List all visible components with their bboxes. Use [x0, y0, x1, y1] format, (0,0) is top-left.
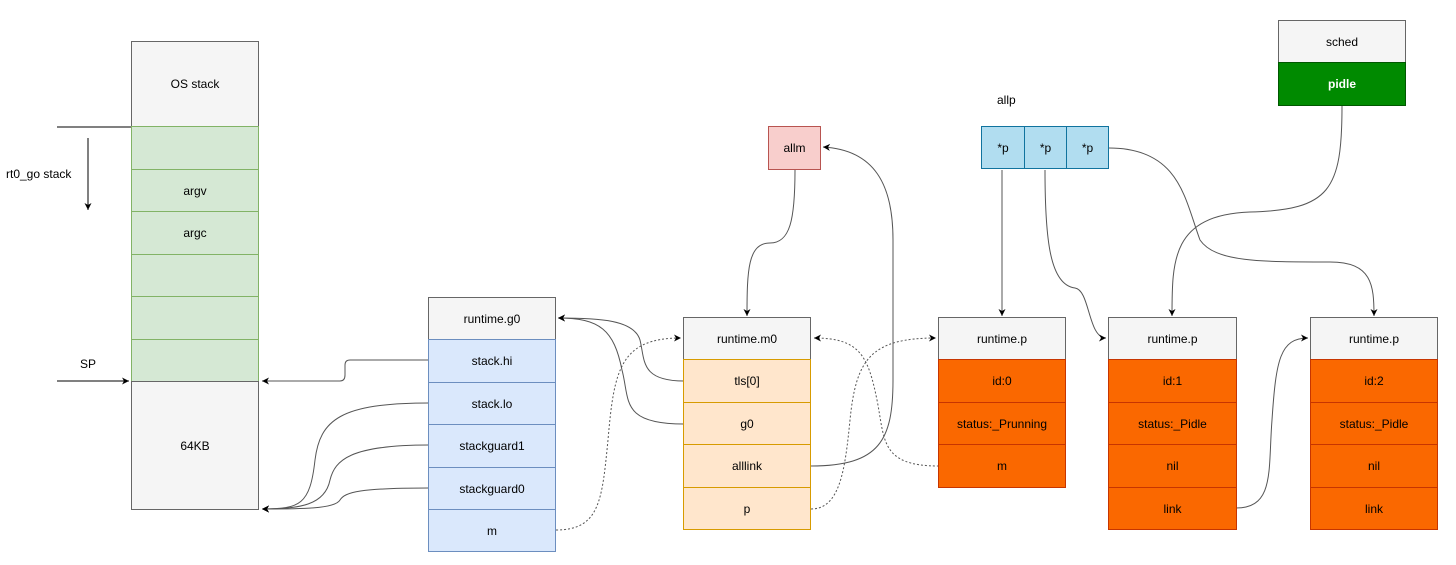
m0-alllink: alllink	[683, 444, 811, 488]
edge-alllink-to-allm	[810, 143, 894, 467]
p2-status: status:_Pidle	[1310, 402, 1438, 445]
g0-stackguard0: stackguard0	[428, 467, 556, 510]
g0-stackguard1: stackguard1	[428, 424, 556, 468]
os-stack-row	[131, 339, 259, 382]
allp-label: allp	[997, 93, 1016, 107]
edge-allp2-to-p2	[1108, 147, 1378, 317]
edge-m0p-to-p0	[810, 334, 937, 510]
p1-id: id:1	[1108, 359, 1237, 403]
rt0-go-stack-label: rt0_go stack	[6, 167, 72, 181]
allm-box: allm	[768, 126, 821, 170]
os-stack-row	[131, 254, 259, 297]
p1-nil: nil	[1108, 444, 1237, 488]
p1-title: runtime.p	[1108, 317, 1237, 360]
g0-title: runtime.g0	[428, 297, 556, 340]
os-stack-row-argc: argc	[131, 211, 259, 255]
sched-title: sched	[1278, 20, 1406, 63]
allp-cell-0: *p	[981, 126, 1025, 169]
edge-g0field-to-g0	[557, 314, 685, 425]
m0-tls0: tls[0]	[683, 359, 811, 403]
allp-cell-2: *p	[1066, 126, 1109, 169]
m0-p: p	[683, 487, 811, 530]
edge-allm-to-m0	[743, 169, 796, 317]
sched-pidle: pidle	[1278, 62, 1406, 106]
m0-g0: g0	[683, 402, 811, 445]
os-stack-row-argv: argv	[131, 169, 259, 212]
edge-p1link-to-p2	[1235, 334, 1309, 509]
p0-m: m	[938, 444, 1066, 488]
edge-tls0-to-g0	[557, 314, 685, 382]
g0-m: m	[428, 509, 556, 552]
p0-status: status:_Prunning	[938, 402, 1066, 445]
p0-title: runtime.p	[938, 317, 1066, 360]
p2-link: link	[1310, 487, 1438, 530]
sp-label: SP	[80, 357, 97, 371]
edge-stack-hi	[262, 359, 429, 385]
m0-title: runtime.m0	[683, 317, 811, 360]
edge-stackguard0	[261, 487, 430, 513]
allp-cell-1: *p	[1024, 126, 1067, 169]
edge-g0m-to-m0	[555, 334, 682, 531]
os-stack-header: OS stack	[131, 41, 259, 127]
p1-link: link	[1108, 487, 1237, 530]
p2-title: runtime.p	[1310, 317, 1438, 360]
edge-stackguard1	[261, 444, 430, 513]
os-stack-row	[131, 296, 259, 340]
edge-stack-lo	[261, 402, 430, 513]
g0-stack-hi: stack.hi	[428, 339, 556, 383]
edge-allp1-to-p1	[1044, 169, 1107, 342]
p2-nil: nil	[1310, 444, 1438, 488]
p1-status: status:_Pidle	[1108, 402, 1237, 445]
p0-id: id:0	[938, 359, 1066, 403]
edge-pidle-to-p1	[1168, 105, 1343, 317]
p2-id: id:2	[1310, 359, 1438, 403]
os-stack-row	[131, 126, 259, 170]
g0-stack-lo: stack.lo	[428, 382, 556, 425]
os-stack-64kb: 64KB	[131, 381, 259, 510]
edge-p0m-to-m0	[813, 334, 940, 467]
